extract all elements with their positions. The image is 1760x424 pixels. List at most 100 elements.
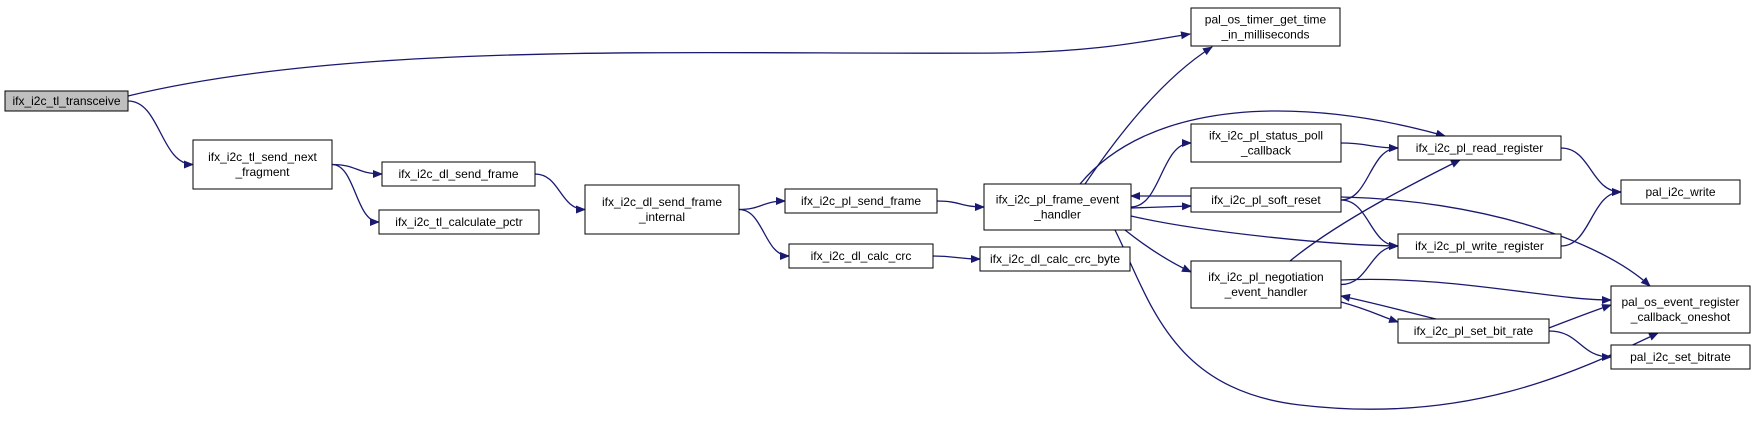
node-pl_set_bit_rate[interactable]: ifx_i2c_pl_set_bit_rate <box>1397 318 1550 344</box>
edge-arrow <box>1340 293 1437 320</box>
node-box <box>1190 7 1341 47</box>
edge-pl_write_register-to-pal_i2c_write <box>1560 188 1622 247</box>
edge-arrow <box>1340 196 1651 287</box>
edge-arrow <box>738 197 786 211</box>
node-dl_send_frame[interactable]: ifx_i2c_dl_send_frame <box>381 161 536 187</box>
edge-dl_send_frame_internal-to-dl_calc_crc <box>738 208 790 260</box>
edge-pl_frame_event_handler-to-event_register <box>1114 229 1659 410</box>
edge-pl_frame_event_handler-to-timer_get_time <box>1084 46 1213 185</box>
node-tl_calc_pctr[interactable]: ifx_i2c_tl_calculate_pctr <box>378 209 540 235</box>
edge-arrow <box>1079 110 1446 185</box>
edge-pl_set_bit_rate-to-event_register <box>1548 304 1612 329</box>
edge-pl_soft_reset-to-pl_read_register <box>1340 144 1399 201</box>
edge-arrow <box>1114 229 1659 410</box>
node-label-line: ifx_i2c_pl_write_register <box>1415 239 1544 253</box>
edge-pl_frame_event_handler-to-pl_read_register <box>1079 110 1446 185</box>
edge-arrow <box>1130 139 1192 208</box>
node-pl_send_frame[interactable]: ifx_i2c_pl_send_frame <box>784 188 938 214</box>
edge-arrow <box>1130 202 1192 211</box>
node-label-line: ifx_i2c_tl_calculate_pctr <box>395 215 522 229</box>
node-pal_i2c_write[interactable]: pal_i2c_write <box>1620 179 1741 205</box>
node-label-line: ifx_i2c_pl_negotiation <box>1208 270 1323 284</box>
edge-pl_soft_reset-to-event_register <box>1340 196 1651 287</box>
node-pl_status_poll[interactable]: ifx_i2c_pl_status_poll_callback <box>1190 123 1342 163</box>
node-dl_calc_crc[interactable]: ifx_i2c_dl_calc_crc <box>788 243 934 269</box>
node-label-line: _callback <box>1240 144 1292 158</box>
edge-pl_soft_reset-to-pl_write_register <box>1340 199 1399 250</box>
edge-tl_send_next-to-dl_send_frame <box>331 163 383 178</box>
node-label-line: pal_i2c_write <box>1645 185 1715 199</box>
edge-arrow <box>936 200 985 211</box>
node-label-line: pal_i2c_set_bitrate <box>1630 350 1731 364</box>
node-timer_get_time[interactable]: pal_os_timer_get_time_in_milliseconds <box>1190 7 1341 47</box>
edge-pl_negotiation-to-pl_set_bit_rate <box>1340 301 1399 323</box>
edge-arrow <box>127 31 1191 97</box>
node-pl_soft_reset[interactable]: ifx_i2c_pl_soft_reset <box>1190 187 1342 213</box>
edge-pl_status_poll-to-pl_read_register <box>1340 142 1399 152</box>
edge-arrow <box>738 208 790 260</box>
node-box <box>192 139 333 190</box>
edge-pl_frame_event_handler-to-pl_soft_reset <box>1130 202 1192 211</box>
node-label-line: ifx_i2c_dl_calc_crc <box>811 249 912 263</box>
node-i2c_set_bitrate[interactable]: pal_i2c_set_bitrate <box>1610 344 1751 370</box>
node-label-line: _event_handler <box>1224 285 1308 299</box>
node-label-line: ifx_i2c_pl_status_poll <box>1209 129 1323 143</box>
node-tl_send_next[interactable]: ifx_i2c_tl_send_next_fragment <box>192 139 333 190</box>
edge-arrow <box>1340 199 1399 250</box>
edge-dl_calc_crc-to-dl_calc_crc_byte <box>932 254 981 263</box>
edge-pl_negotiation-to-pl_read_register <box>1289 159 1461 262</box>
edge-arrow <box>1289 159 1461 262</box>
node-pl_read_register[interactable]: ifx_i2c_pl_read_register <box>1397 135 1562 161</box>
node-box <box>1610 344 1751 370</box>
node-label-line: ifx_i2c_tl_transceive <box>12 94 120 108</box>
node-box <box>979 246 1131 272</box>
edges <box>127 31 1659 410</box>
node-label-line: ifx_i2c_dl_send_frame <box>602 195 722 209</box>
edge-tl_send_next-to-tl_calc_pctr <box>331 163 380 226</box>
edge-arrow <box>932 254 981 263</box>
node-dl_calc_crc_byte[interactable]: ifx_i2c_dl_calc_crc_byte <box>979 246 1131 272</box>
node-event_register[interactable]: pal_os_event_register_callback_oneshot <box>1610 285 1751 334</box>
edge-arrow <box>1084 46 1213 185</box>
node-label-line: ifx_i2c_pl_send_frame <box>801 194 921 208</box>
edge-arrow <box>1560 188 1622 247</box>
edge-arrow <box>1340 142 1399 152</box>
edge-pl_frame_event_handler-to-pl_negotiation <box>1124 229 1192 273</box>
node-box <box>378 209 540 235</box>
node-label-line: ifx_i2c_pl_frame_event <box>996 193 1120 207</box>
node-label-line: _fragment <box>234 165 290 179</box>
edge-pl_set_bit_rate-to-pl_negotiation <box>1340 293 1437 320</box>
edge-arrow <box>1340 301 1399 323</box>
node-label-line: ifx_i2c_pl_read_register <box>1416 141 1543 155</box>
node-box <box>1190 123 1342 163</box>
edge-pl_frame_event_handler-to-pl_status_poll <box>1130 139 1192 208</box>
node-box <box>784 188 938 214</box>
edge-arrow <box>1548 330 1612 361</box>
edge-dl_send_frame_internal-to-pl_send_frame <box>738 197 786 211</box>
edge-pl_read_register-to-pal_i2c_write <box>1560 147 1622 196</box>
node-label-line: ifx_i2c_pl_soft_reset <box>1211 193 1321 207</box>
edge-arrow <box>1340 278 1612 304</box>
node-label-line: _handler <box>1033 208 1081 222</box>
node-box <box>1190 260 1342 309</box>
edge-arrow <box>1548 304 1612 329</box>
edge-arrow <box>1130 215 1399 250</box>
node-label-line: pal_os_event_register <box>1621 295 1739 309</box>
node-pl_negotiation[interactable]: ifx_i2c_pl_negotiation_event_handler <box>1190 260 1342 309</box>
node-dl_send_frame_internal[interactable]: ifx_i2c_dl_send_frame_internal <box>584 184 740 235</box>
node-box <box>788 243 934 269</box>
edge-pl_negotiation-to-event_register <box>1340 278 1612 304</box>
node-box <box>1610 285 1751 334</box>
node-transceive[interactable]: ifx_i2c_tl_transceive <box>4 90 129 112</box>
edge-arrow <box>331 163 380 226</box>
edge-arrow <box>1340 242 1399 286</box>
node-label-line: ifx_i2c_dl_calc_crc_byte <box>990 252 1120 266</box>
node-pl_frame_event_handler[interactable]: ifx_i2c_pl_frame_event_handler <box>983 183 1132 231</box>
edge-arrow <box>1340 144 1399 201</box>
node-pl_write_register[interactable]: ifx_i2c_pl_write_register <box>1397 233 1562 259</box>
node-label-line: _callback_oneshot <box>1630 310 1731 324</box>
edge-pl_frame_event_handler-to-pl_write_register <box>1130 215 1399 250</box>
node-label-line: ifx_i2c_dl_send_frame <box>398 167 518 181</box>
node-box <box>1397 135 1562 161</box>
